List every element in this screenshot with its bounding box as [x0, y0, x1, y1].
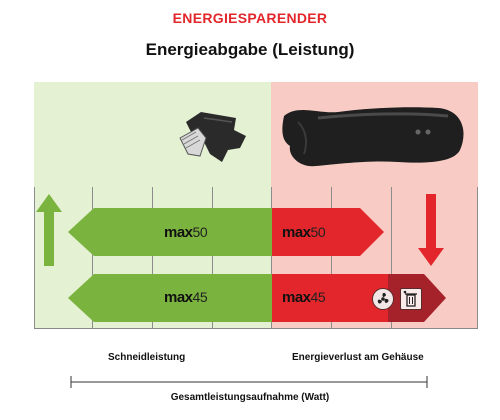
max50-power-bar	[68, 208, 384, 256]
grid-line	[477, 187, 478, 328]
heat-loss-label: Energieverlust am Gehäuse	[292, 352, 424, 363]
grid-line	[331, 187, 332, 328]
decrease-arrow-icon	[418, 194, 444, 266]
max45-power-bar	[68, 274, 446, 322]
waste-bin-icon	[400, 288, 422, 310]
clipper-blade-head-image	[179, 112, 246, 162]
max45-label-green: max45	[164, 289, 208, 306]
cutting-power-label: Schneidleistung	[108, 352, 186, 363]
grid-line	[391, 187, 392, 328]
fan-icon	[372, 288, 394, 310]
increase-arrow-icon	[36, 194, 62, 266]
total-power-bracket	[70, 376, 428, 388]
grid-line	[92, 187, 93, 328]
grid-line	[271, 187, 272, 328]
max45-label-red: max45	[282, 289, 326, 306]
brand-heading: ENERGIESPARENDER	[172, 10, 328, 26]
max50-label-red: max50	[282, 224, 326, 241]
clipper-body-image	[282, 107, 464, 167]
total-power-label: Gesamtleistungsaufnahme (Watt)	[170, 392, 330, 403]
grid-line	[34, 187, 35, 328]
diagram-title: Energieabgabe (Leistung)	[145, 40, 355, 59]
grid-line	[212, 187, 213, 328]
grid-line	[152, 187, 153, 328]
max50-label-green: max50	[164, 224, 208, 241]
